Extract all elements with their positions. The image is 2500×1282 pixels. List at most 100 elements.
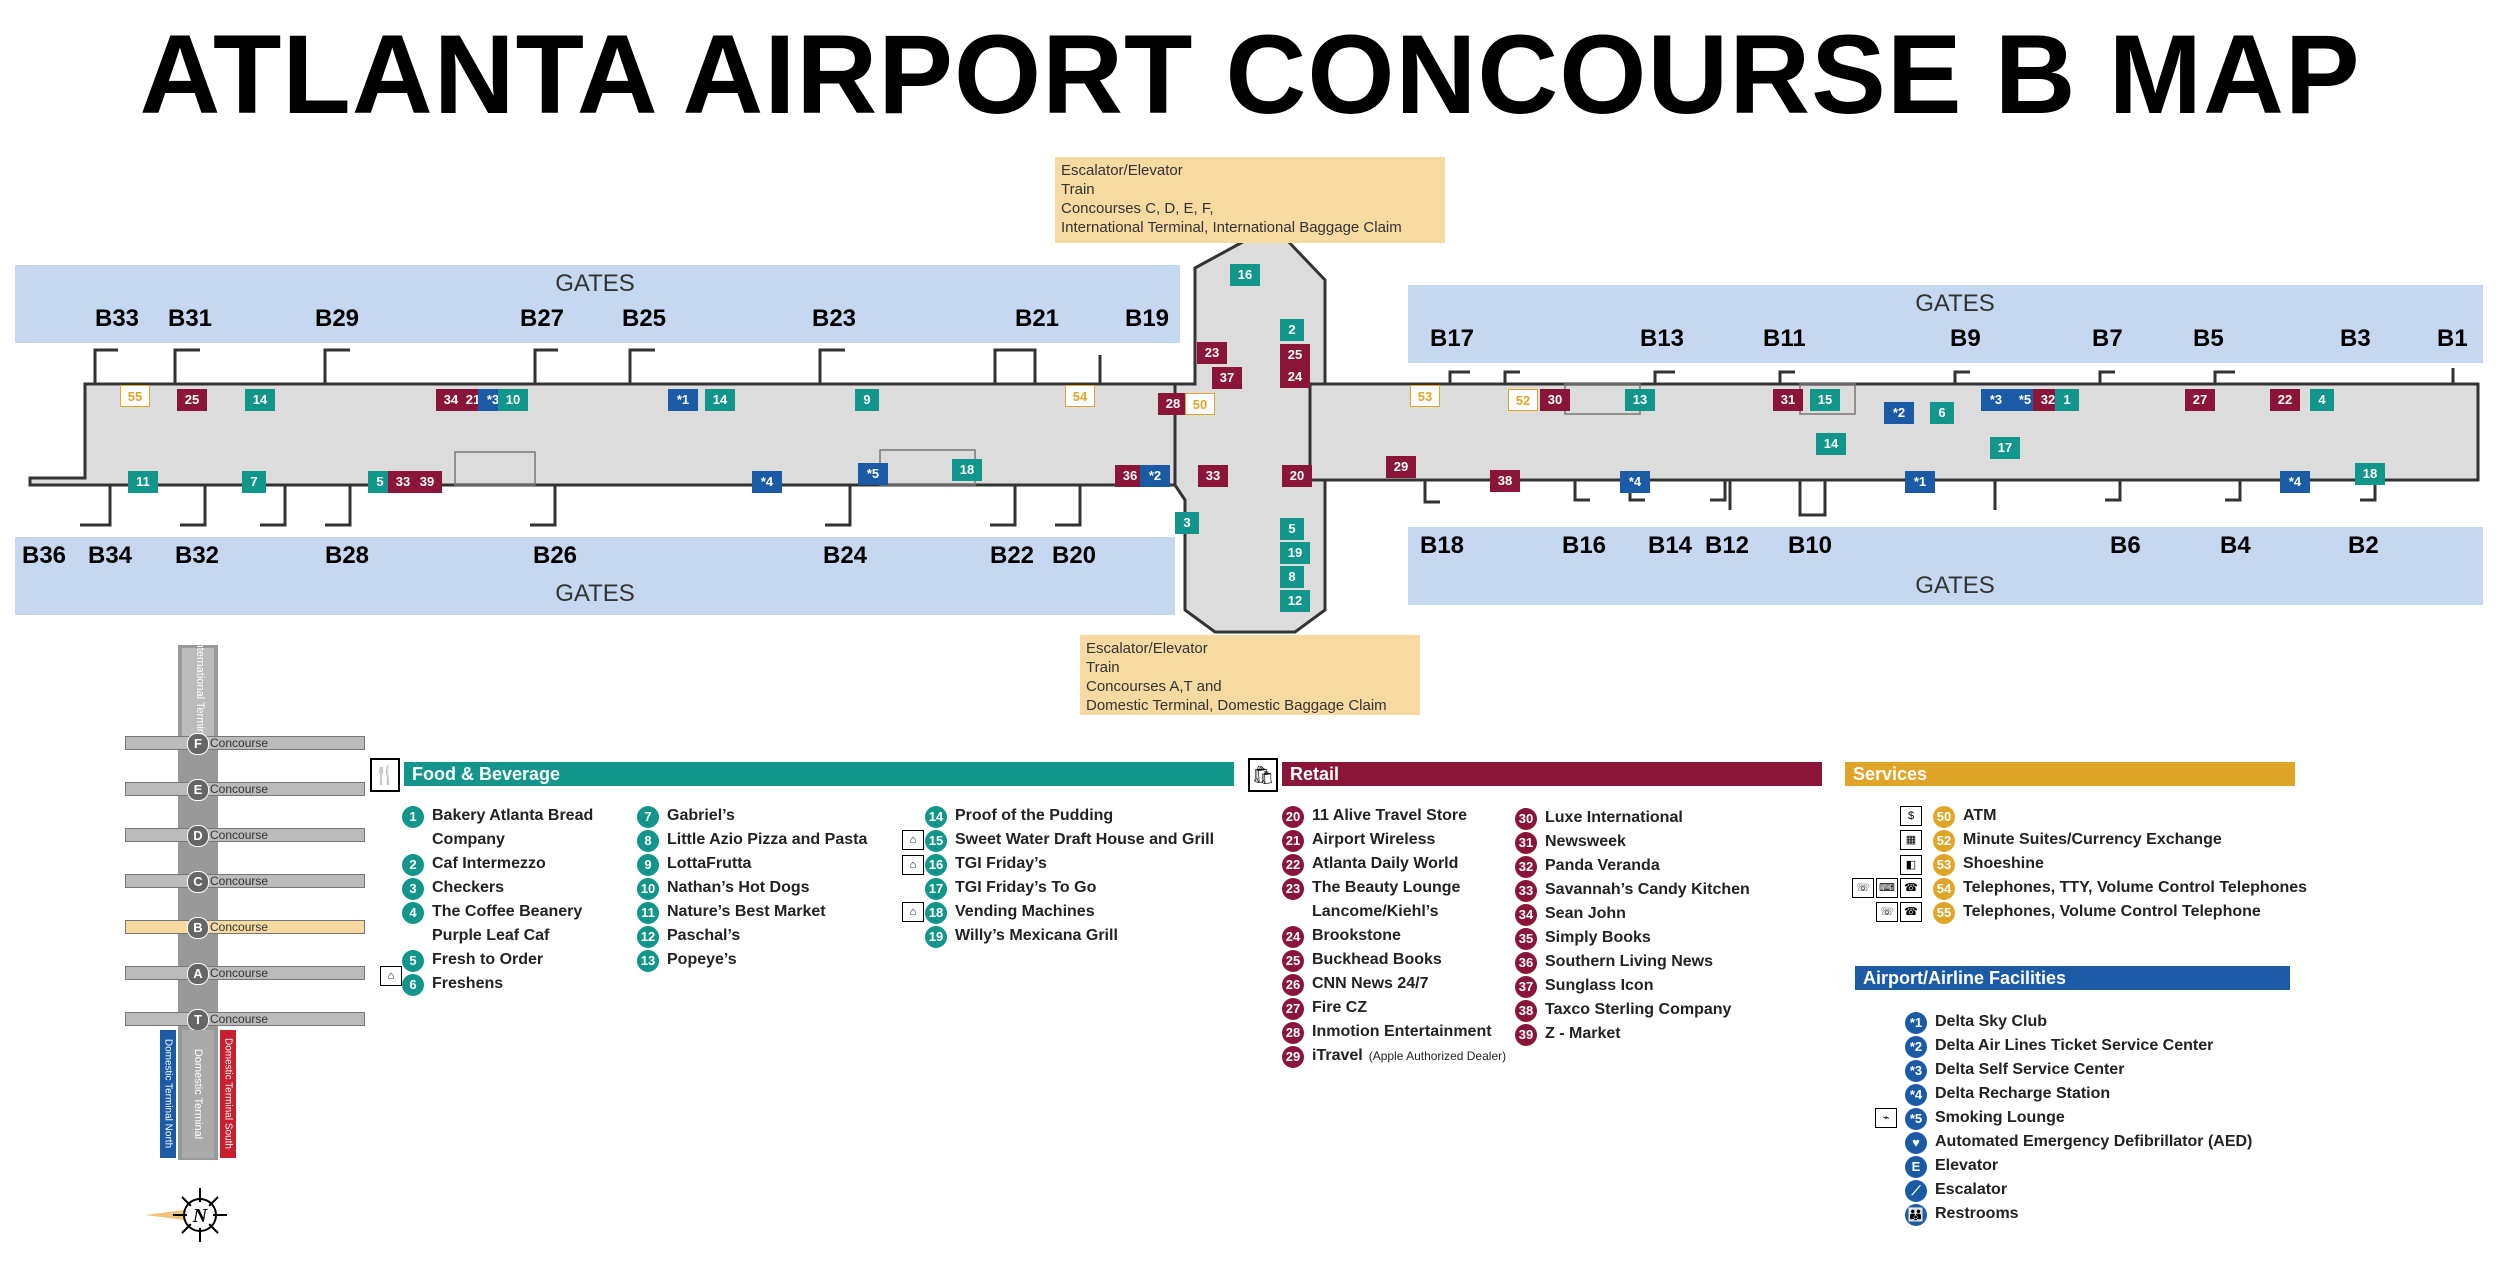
legend-item: E Elevator	[1905, 1156, 1998, 1178]
gate-label-b16: B16	[1562, 532, 1607, 559]
map-marker: 33	[1198, 465, 1228, 487]
takeout-icon: ⌂	[902, 855, 924, 875]
legend-number: 29	[1282, 1046, 1304, 1068]
gate-label-b32: B32	[175, 542, 220, 569]
legend-number: 8	[637, 830, 659, 852]
legend-number: 24	[1282, 926, 1304, 948]
gate-label-b2: B2	[2348, 532, 2379, 559]
map-marker: 36	[1115, 465, 1145, 487]
legend-number-spacer	[402, 926, 424, 948]
map-marker: 30	[1540, 389, 1570, 411]
concourse-bar	[125, 966, 365, 980]
map-marker: 2	[1280, 319, 1304, 341]
shoeshine-icon: ◧	[1900, 855, 1922, 875]
legend-label: Telephones, TTY, Volume Control Telephon…	[1963, 879, 2308, 896]
legend-label: Newsweek	[1545, 833, 1626, 850]
gates-label-bottom-left: GATES	[555, 580, 635, 607]
legend-label: TGI Friday’s	[955, 855, 1047, 872]
legend-label: Smoking Lounge	[1935, 1109, 2065, 1126]
map-marker: 28	[1158, 393, 1188, 415]
legend-label: Vending Machines	[955, 903, 1095, 920]
legend-number: E	[1905, 1156, 1927, 1178]
map-marker: *5	[2010, 389, 2040, 411]
legend-number: 32	[1515, 856, 1537, 878]
gates-band-top-left	[15, 265, 1180, 343]
legend-label: Simply Books	[1545, 929, 1651, 946]
atm-icon: $	[1900, 806, 1922, 826]
phone-icon: ☏	[1876, 902, 1898, 922]
gates-band-bottom-right	[1408, 527, 2483, 605]
legend-number: 13	[637, 950, 659, 972]
legend-number: 30	[1515, 808, 1537, 830]
map-marker: 38	[1490, 470, 1520, 492]
concourse-word-label: Concourse	[210, 736, 269, 750]
legend-number: 3	[402, 878, 424, 900]
note-bottom-line: Domestic Terminal, Domestic Baggage Clai…	[1086, 697, 1387, 714]
legend-label: Delta Self Service Center	[1935, 1061, 2125, 1078]
legend-label: Willy’s Mexicana Grill	[955, 927, 1118, 944]
concourse-dot: A	[187, 963, 209, 985]
legend-number: 15	[925, 830, 947, 852]
legend-label: Automated Emergency Defibrillator (AED)	[1935, 1133, 2253, 1150]
concourse-dot: F	[187, 733, 209, 755]
map-marker: 12	[1280, 590, 1310, 612]
legend-number: 55	[1933, 902, 1955, 924]
legend-label: ATM	[1963, 807, 1997, 824]
legend-label: Fresh to Order	[432, 951, 544, 968]
legend-label: Checkers	[432, 879, 505, 896]
map-marker: 53	[1410, 385, 1440, 407]
legend-label: Taxco Sterling Company	[1545, 1001, 1732, 1018]
concourse-bar	[125, 874, 365, 888]
map-marker: 14	[705, 389, 735, 411]
legend-label: Panda Veranda	[1545, 857, 1660, 874]
legend-item: ♥Automated Emergency Defibrillator (AED)	[1905, 1132, 2252, 1154]
concourse-dot: C	[187, 871, 209, 893]
legend-label: The Beauty Lounge	[1312, 879, 1461, 896]
note-top-line: Concourses C, D, E, F,	[1061, 200, 1214, 217]
legend-number: 26	[1282, 974, 1304, 996]
map-marker: 25	[1280, 344, 1310, 366]
legend-number: 20	[1282, 806, 1304, 828]
note-bottom-line: Concourses A,T and	[1086, 678, 1222, 695]
gates-label-top-left: GATES	[555, 270, 635, 297]
map-marker: 22	[2270, 389, 2300, 411]
concourse-right-wing	[1308, 382, 2480, 482]
retail-header: Retail	[1282, 762, 1822, 786]
map-marker: 24	[1280, 366, 1310, 388]
legend-label: Elevator	[1935, 1157, 1999, 1174]
legend-number: 33	[1515, 880, 1537, 902]
legend-number: 54	[1933, 878, 1955, 900]
gate-label-b14: B14	[1648, 532, 1693, 559]
legend-number-spacer	[1282, 902, 1304, 924]
gate-label-b26: B26	[533, 542, 578, 569]
legend-number: 34	[1515, 904, 1537, 926]
map-marker: 10	[498, 389, 528, 411]
gate-label-b4: B4	[2220, 532, 2251, 559]
legend-label: Nathan’s Hot Dogs	[667, 879, 810, 896]
map-marker: *4	[752, 471, 782, 493]
concourse-map	[28, 236, 2480, 634]
legend-item: 32 Panda Veranda	[1515, 856, 1660, 878]
map-marker: 50	[1185, 393, 1215, 415]
legend-number: 38	[1515, 1000, 1537, 1022]
tty-icon: ⌨	[1876, 878, 1898, 898]
gate-label-b27: B27	[520, 305, 565, 332]
domestic-south-bar	[220, 1030, 236, 1158]
legend-label: Delta Air Lines Ticket Service Center	[1935, 1037, 2214, 1054]
